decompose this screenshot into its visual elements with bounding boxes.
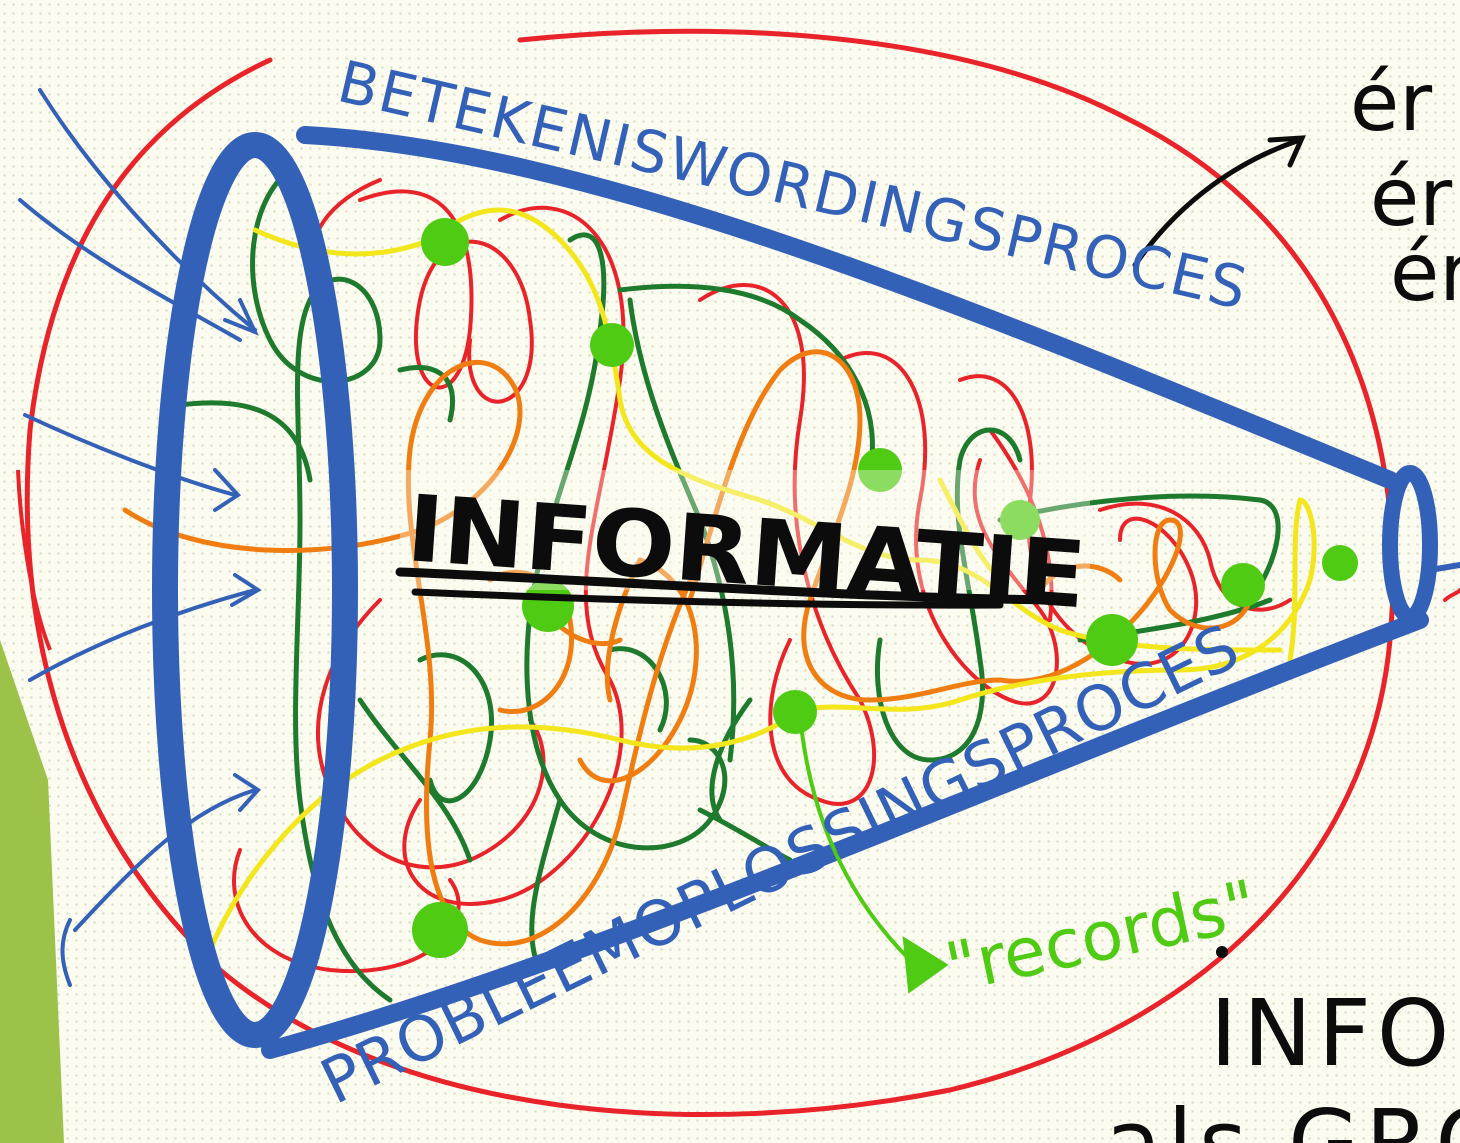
right-fragment-line: ér <box>1390 226 1460 319</box>
bottom-right-line: INFOR <box>1210 980 1460 1087</box>
right-fragment-line: ér <box>1350 56 1432 149</box>
node <box>858 448 902 492</box>
right-fragment: ér ér ér <box>1350 56 1460 319</box>
node <box>1086 614 1138 666</box>
node-group <box>412 218 1358 958</box>
triangle-arrow-icon <box>902 936 949 994</box>
outer-circle <box>24 28 1396 1118</box>
cone-spout <box>1382 465 1438 625</box>
node <box>1000 500 1040 540</box>
cone-top-edge <box>296 126 1399 489</box>
right-fragment-line: ér <box>1370 151 1452 244</box>
node <box>421 218 469 266</box>
arrow-up-right-icon <box>1132 135 1306 268</box>
cone-outline <box>152 126 1460 1059</box>
outer-circle-fragment <box>16 469 52 651</box>
records-arrow <box>798 713 949 994</box>
node <box>412 902 468 958</box>
thread-tangle <box>122 167 1317 1003</box>
node <box>1322 545 1358 581</box>
center-title-group: INFORMATIE <box>395 470 1090 629</box>
node <box>1221 563 1265 607</box>
node <box>590 323 634 367</box>
incoming-arrows <box>18 88 262 987</box>
bottom-right-line: als GROR <box>1105 1090 1460 1143</box>
bottom-right-note: INFOR als GROR <box>1105 946 1460 1143</box>
title-underline <box>395 567 1065 605</box>
node <box>522 580 574 632</box>
cone-spout-tail <box>1427 562 1460 573</box>
node <box>773 690 817 734</box>
accent-bar <box>0 640 64 1143</box>
cone-mouth <box>152 132 358 1048</box>
cone-bottom-edge <box>261 611 1429 1059</box>
